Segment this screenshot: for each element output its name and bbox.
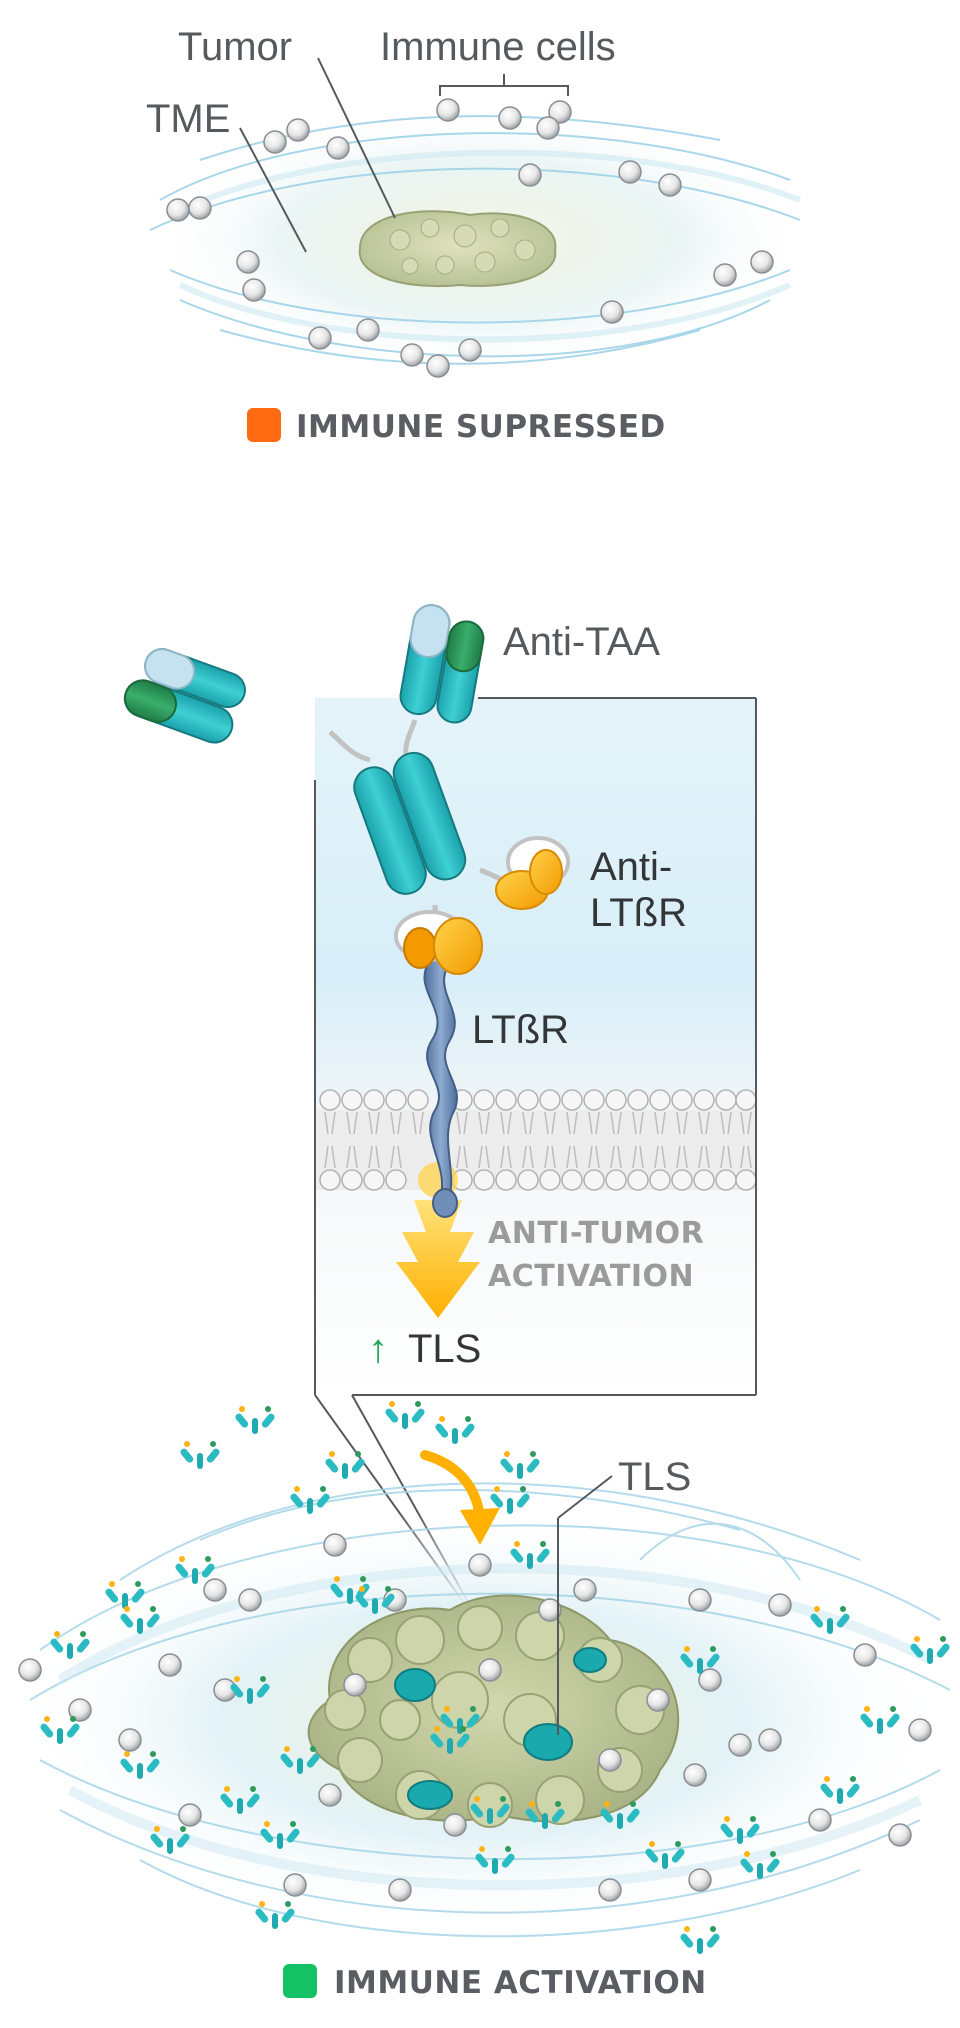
antibody-molecule — [123, 604, 513, 936]
activated-tumor-mass — [307, 1594, 680, 1828]
anti-taa-label: Anti-TAA — [503, 620, 660, 664]
activation-label-line1: ANTI-TUMOR — [488, 1216, 704, 1251]
tls-up-arrow-icon: ↑ — [368, 1327, 388, 1371]
tls-increase-label: TLS — [408, 1327, 481, 1371]
tumor-label: Tumor — [178, 25, 292, 69]
tumor-mass — [358, 210, 557, 288]
top-panel: Tumor Immune cells TME IMMUNE SUPRESSED — [146, 25, 810, 445]
cell-membrane — [316, 1089, 757, 1191]
middle-panel: Anti-TAA Anti- LTßR LTßR ANTI-TUMOR ACTI… — [123, 604, 757, 1669]
immune-suppressed-status-text: IMMUNE SUPRESSED — [296, 409, 666, 445]
bottom-panel: TLS IMMUNE ACTIVATION — [10, 1401, 952, 2001]
immune-activation-status-text: IMMUNE ACTIVATION — [334, 1965, 707, 2001]
tme-label: TME — [146, 97, 230, 141]
immune-suppressed-status-icon — [247, 408, 281, 442]
anti-ltbr-label-line1: Anti- — [590, 845, 672, 889]
activation-label-line2: ACTIVATION — [488, 1259, 694, 1294]
top-leader-lines — [239, 57, 569, 253]
ltbr-label: LTßR — [472, 1008, 569, 1052]
tls-label: TLS — [618, 1455, 691, 1499]
activated-tme-fibers — [29, 1482, 951, 1938]
anti-ltbr-binder — [495, 836, 570, 910]
anti-ltbr-label-line2: LTßR — [590, 891, 687, 935]
immune-activation-status-icon — [283, 1964, 317, 1998]
receptor-binder — [394, 910, 483, 975]
ltbr-receptor — [423, 959, 458, 1218]
immune-cells-label: Immune cells — [380, 25, 616, 69]
tls-leader-line — [557, 1475, 613, 1735]
